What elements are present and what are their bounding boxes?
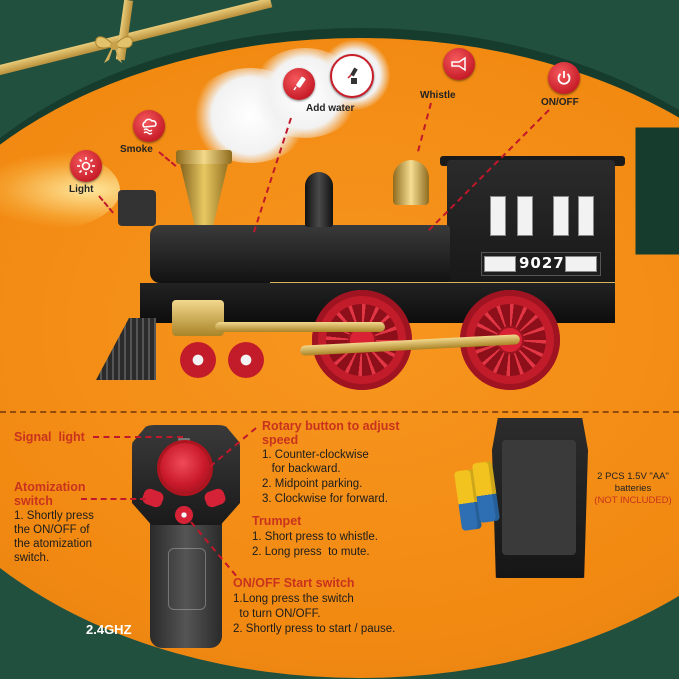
atomization-title-1: Atomization bbox=[14, 480, 86, 494]
light-feature-icon bbox=[70, 150, 102, 182]
battery-not-included: (NOT INCLUDED) bbox=[594, 495, 672, 506]
power-icon bbox=[557, 71, 571, 85]
battery-note-line2: batteries bbox=[614, 483, 652, 494]
rotary-desc-1: 1. Counter-clockwise bbox=[262, 449, 369, 461]
rotary-title-2: speed bbox=[262, 433, 299, 447]
whistle-feature-icon bbox=[443, 48, 475, 80]
trumpet-desc-2: 2. Long press to mute. bbox=[252, 546, 370, 558]
cab-window bbox=[517, 196, 533, 236]
cab-window bbox=[578, 196, 594, 236]
start-switch-button bbox=[175, 506, 193, 524]
boiler bbox=[150, 225, 450, 283]
whistle-label: Whistle bbox=[420, 90, 456, 101]
add-water-label: Add water bbox=[306, 103, 355, 114]
cab-window bbox=[553, 196, 569, 236]
gift-bow-icon bbox=[95, 36, 133, 63]
cloud-smoke-icon bbox=[142, 118, 157, 135]
atomization-desc-4: switch. bbox=[14, 552, 50, 564]
trumpet-title: Trumpet bbox=[252, 514, 302, 528]
train-number: 9027 bbox=[519, 254, 565, 272]
light-label: Light bbox=[69, 184, 94, 195]
start-switch-desc-3: 2. Shortly press to start / pause. bbox=[233, 623, 396, 635]
onoff-feature-icon bbox=[548, 62, 580, 94]
trumpet-desc-1: 1. Short press to whistle. bbox=[252, 531, 378, 543]
water-dropper-icon bbox=[293, 76, 306, 91]
front-lamp bbox=[118, 190, 156, 226]
connecting-rod bbox=[215, 322, 385, 332]
horn-icon bbox=[451, 56, 466, 72]
start-switch-desc-1: 1.Long press the switch bbox=[233, 593, 354, 605]
rotary-title-1: Rotary button to adjust bbox=[262, 419, 400, 433]
pilot-wheel bbox=[228, 342, 264, 378]
rotary-desc-3: 2. Midpoint parking. bbox=[262, 478, 363, 490]
sand-dome bbox=[305, 172, 333, 227]
atomization-desc-1: 1. Shortly press bbox=[14, 510, 94, 522]
water-bottle-icon bbox=[347, 67, 358, 84]
battery-compartment-inner bbox=[502, 440, 576, 555]
atomization-leader bbox=[81, 498, 146, 500]
whistle-dome bbox=[393, 160, 429, 205]
signal-light-led bbox=[178, 438, 190, 441]
battery-note-line1: 2 PCS 1.5V "AA" bbox=[597, 471, 669, 482]
drive-wheel bbox=[312, 290, 412, 390]
cab-window bbox=[490, 196, 506, 236]
pilot-wheel bbox=[180, 342, 216, 378]
atomization-desc-2: the ON/OFF of bbox=[14, 524, 90, 536]
sun-icon bbox=[77, 157, 95, 175]
smoke-feature-icon bbox=[133, 110, 165, 142]
signal-light-leader bbox=[93, 436, 183, 438]
add-water-feature-icon bbox=[283, 68, 315, 100]
rotary-desc-4: 3. Clockwise for forward. bbox=[262, 493, 388, 505]
add-water-illustration bbox=[330, 54, 374, 98]
battery-note: 2 PCS 1.5V "AA" batteries (NOT INCLUDED) bbox=[588, 471, 678, 507]
atomization-title-2: switch bbox=[14, 494, 53, 508]
onoff-label: ON/OFF bbox=[541, 97, 579, 108]
frequency-label: 2.4GHZ bbox=[86, 622, 132, 637]
remote-handle bbox=[150, 520, 222, 648]
section-divider bbox=[0, 411, 679, 413]
plate-panel bbox=[565, 256, 597, 272]
atomization-desc-3: the atomization bbox=[14, 538, 92, 550]
rotary-desc-2: for backward. bbox=[262, 463, 341, 475]
smokestack-rim bbox=[176, 150, 232, 164]
signal-light-title: Signal light bbox=[14, 430, 85, 444]
train-logo-etching bbox=[168, 548, 206, 610]
plate-panel bbox=[484, 256, 516, 272]
start-switch-title: ON/OFF Start switch bbox=[233, 576, 355, 590]
start-switch-desc-2: to turn ON/OFF. bbox=[233, 608, 321, 620]
smoke-label: Smoke bbox=[120, 144, 153, 155]
rotary-speed-knob bbox=[160, 443, 210, 493]
